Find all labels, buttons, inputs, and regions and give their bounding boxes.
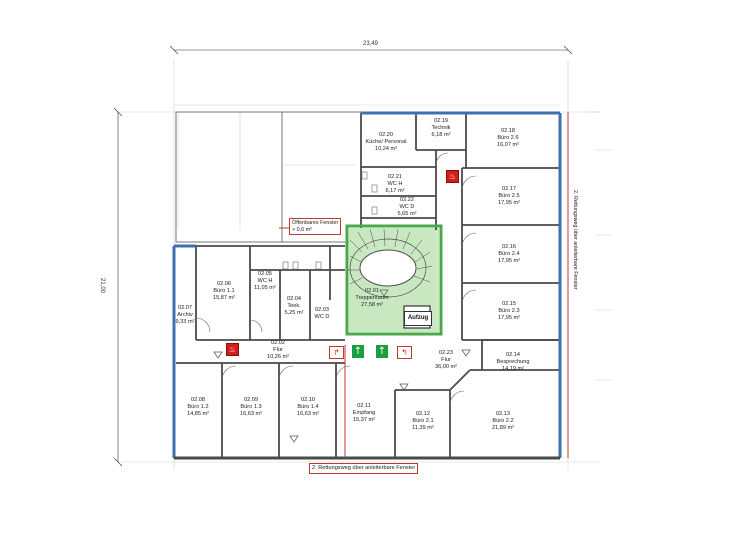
emergency-exit-icon: ↑: [352, 345, 364, 358]
emergency-exit-icon: ↑: [376, 345, 388, 358]
fire-extinguisher-icon: ♨: [226, 343, 239, 356]
elevator-label: Aufzug: [404, 311, 432, 326]
staircase: [345, 224, 443, 336]
width-dimension: 23,49: [363, 41, 379, 47]
escape-routes: [279, 112, 569, 458]
dimension-lines: [113, 45, 573, 467]
fire-walls: [172, 111, 562, 458]
escape-route-note-right: 2. Rettungsweg über anleiterbare Fenster: [572, 190, 578, 290]
direction-markers: [213, 289, 471, 443]
window-note: Öffenbares Fenster> 0,6 m²: [289, 218, 342, 235]
escape-direction-icon: ↰: [397, 346, 412, 359]
fire-extinguisher-icon: ♨: [446, 170, 459, 183]
height-dimension: 21,00: [99, 278, 105, 294]
escape-direction-icon: ↱: [329, 346, 344, 359]
wc-fixtures: [282, 171, 378, 270]
door-swings: [195, 152, 477, 406]
escape-route-note-bottom: 2. Rettungsweg über anleiterbare Fenster: [309, 463, 419, 474]
